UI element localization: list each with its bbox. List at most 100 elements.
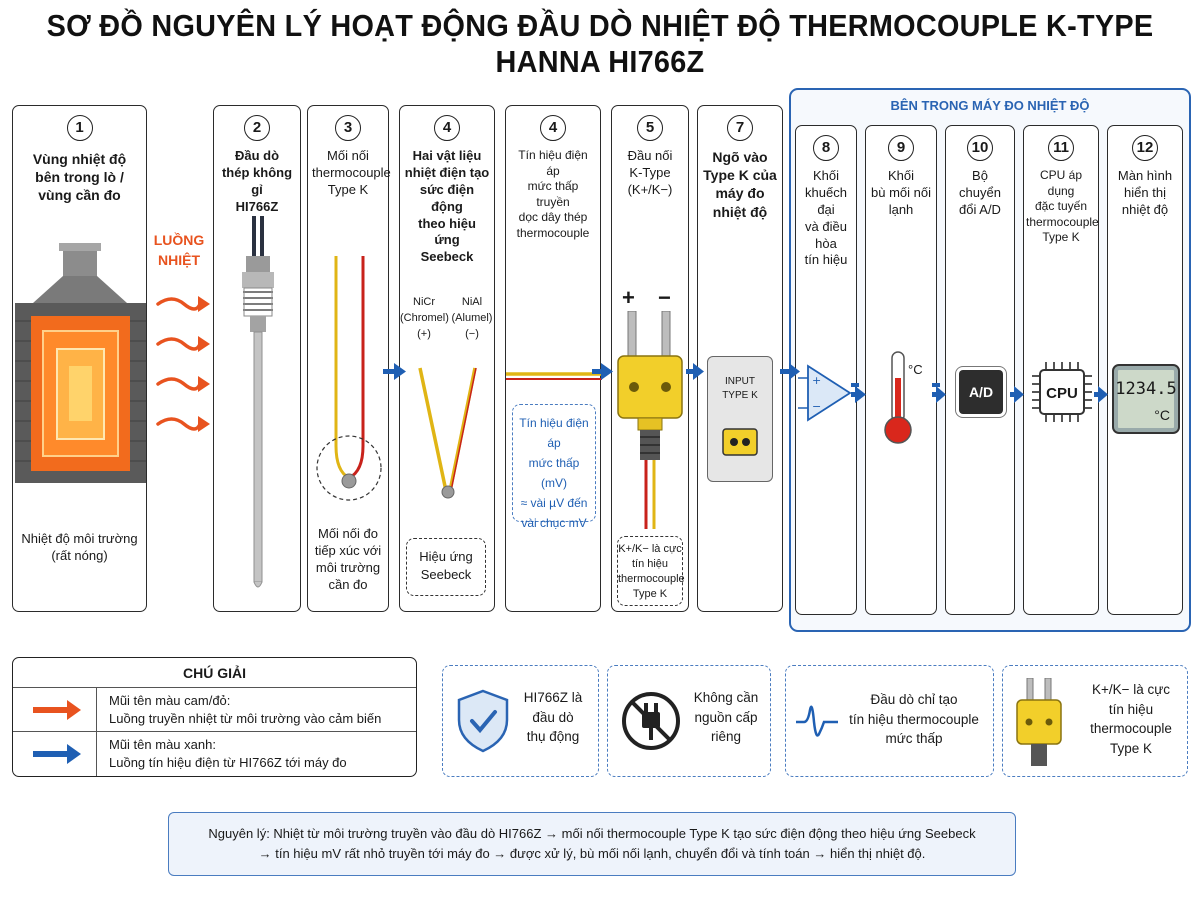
stage-title-line: Seebeck <box>420 249 474 265</box>
note-text-line: Type K <box>1109 740 1153 756</box>
stage-title-line: Tín hiệu điện áp <box>518 148 588 178</box>
step-number: 2 <box>244 115 270 141</box>
thermometer-icon <box>884 351 912 444</box>
stage-title-line: nhiệt độ <box>712 203 768 220</box>
stage-title-line: Bộ chuyển <box>959 168 1001 200</box>
note-text-line: Không cần <box>693 690 759 705</box>
signal-wire-icon <box>506 372 602 380</box>
wire-label-line: (+) <box>417 328 431 340</box>
stage-seebeck: 4 Hai vật liệu nhiệt điện tạo sức điện đ… <box>399 105 495 612</box>
stage-title-line: Vùng nhiệt độ <box>32 151 127 167</box>
k-type-connector-icon <box>617 311 683 529</box>
connector-note-line: tín hiệu <box>631 558 669 570</box>
note-text-line: nguồn cấp <box>694 709 758 725</box>
heat-flow-label: LUỒNG NHIỆT <box>150 230 208 270</box>
v-junction-icon <box>418 367 477 499</box>
stage-title-line: đặc tuyến <box>1034 199 1088 214</box>
stage-junction: 3 Mối nối thermocouple Type K Mối nối đo… <box>307 105 391 612</box>
step-number: 10 <box>967 135 993 161</box>
legend-row-heat: Mũi tên màu cam/đỏ: Luồng truyền nhiệt t… <box>13 688 416 732</box>
stage-title-line: Đầu nối <box>627 148 673 163</box>
stage-signal: 4 Tín hiệu điện áp mức thấp truyền dọc d… <box>505 105 602 612</box>
stage-title-line: CPU áp dụng <box>1039 168 1083 198</box>
step-number: 9 <box>888 135 914 161</box>
stage-connector: 5 Đầu nối K-Type (K+/K−) + − K+/K− là cự… <box>611 105 689 612</box>
principle-summary: Nguyên lý: Nhiệt từ môi trường truyền và… <box>168 812 1016 876</box>
wire-label-line: (−) <box>465 328 479 340</box>
stage-title-line: (K+/K−) <box>627 181 673 197</box>
svg-text:+: + <box>812 374 821 387</box>
stage-display: 12 Màn hình hiển thị nhiệt độ 1234.5 °C <box>1107 125 1183 615</box>
diagram-title: SƠ ĐỒ NGUYÊN LÝ HOẠT ĐỘNG ĐẦU DÒ NHIỆT Đ… <box>46 8 1154 79</box>
stage-adc: 10 Bộ chuyển đổi A/D A/D <box>945 125 1015 615</box>
svg-text:−: − <box>812 400 821 413</box>
signal-arrows <box>383 363 940 387</box>
legend-text-line: Luồng tín hiệu điện từ HI766Z tới máy đo <box>109 755 347 770</box>
stage-title-line: bên trong lò / <box>35 169 124 186</box>
stage-title-line: hiển thị <box>1124 184 1166 200</box>
legend-title: CHÚ GIẢI <box>13 658 416 688</box>
display-value: 1234.5 <box>1115 379 1177 399</box>
wire-label-line: (Chromel) <box>400 312 449 324</box>
stage-title-line: theo hiệu ứng <box>418 215 476 248</box>
cpu-label: CPU <box>1046 385 1078 402</box>
signal-desc-line: mức thấp <box>528 456 580 470</box>
wire-label-nial: NiAl (Alumel) (−) <box>448 294 496 342</box>
panel-title: BÊN TRONG MÁY ĐO NHIỆT ĐỘ <box>890 98 1090 113</box>
stage-amplifier: 8 Khối khuếch đại và điều hòa tín hiệu +… <box>795 125 857 615</box>
stage-title-line: máy đo <box>715 185 765 202</box>
signal-wave-icon <box>796 705 838 737</box>
signal-desc-line: Tín hiệu điện áp <box>519 416 589 450</box>
principle-line: → tín hiệu mV rất nhỏ truyền tới máy đo … <box>258 846 926 861</box>
note-text-line: đầu dò <box>532 709 574 725</box>
blue-arrow-icon <box>33 744 81 764</box>
cpu-pins-icon <box>1032 362 1092 422</box>
connector-note-line: Type K <box>632 588 668 600</box>
plus-sign: + <box>622 285 635 310</box>
heat-arrows <box>156 296 210 432</box>
amplifier-icon: + − <box>798 364 852 422</box>
no-power-plug-icon <box>622 692 680 750</box>
step-number: 1 <box>66 115 93 141</box>
stage-title-line: Màn hình <box>1117 168 1173 183</box>
stage-title-line: đổi A/D <box>959 201 1001 217</box>
stage-title-line: nhiệt độ <box>1121 201 1169 217</box>
stage-probe: 2 Đầu dò thép không gỉ HI766Z <box>213 105 301 612</box>
stage-cpu: 11 CPU áp dụng đặc tuyến thermocouple Ty… <box>1023 125 1099 615</box>
stage-title-line: Khối <box>887 168 915 183</box>
wire-label-line: (Alumel) <box>451 312 493 324</box>
internal-signal-arrows <box>851 386 1108 403</box>
input-label-line: INPUT <box>725 376 755 387</box>
stage-title-line: Type K <box>1042 230 1080 245</box>
stage-title-line: Type K của <box>703 167 777 184</box>
stage-title-line: nhiệt điện tạo <box>404 164 490 180</box>
stage-title-line: Khối <box>812 168 840 183</box>
stage-desc-line: môi trường <box>315 559 381 575</box>
step-number: 4 <box>540 115 566 141</box>
note-text-line: tín hiệu <box>1108 701 1154 717</box>
seebeck-effect-box: Hiệu ứng Seebeck <box>406 538 486 596</box>
stage-title-line: Ngõ vào <box>712 149 768 165</box>
display-unit: °C <box>1154 407 1170 423</box>
shield-check-icon <box>457 689 509 753</box>
stage-title-line: Hai vật liệu <box>412 148 482 163</box>
stage-title-line: vùng cần đo <box>38 187 121 204</box>
step-number: 3 <box>335 115 361 141</box>
note-connector-pole: K+/K− là cực tín hiệu thermocouple Type … <box>1002 665 1188 777</box>
stage-title-line: tín hiệu <box>804 252 848 268</box>
connector-pole-note: K+/K− là cực tín hiệu thermocouple Type … <box>617 536 685 606</box>
celsius-unit: °C <box>908 362 923 377</box>
furnace-icon <box>15 243 146 483</box>
legend-text-line: Mũi tên màu xanh: <box>109 737 216 752</box>
stage-title-line: thermocouple <box>1026 214 1099 229</box>
stage-title-line: mức thấp truyền <box>527 179 579 209</box>
signal-desc-line: (mV) <box>541 476 567 490</box>
minus-sign: − <box>658 285 671 310</box>
connector-icon <box>1016 678 1062 766</box>
note-text-line: Đầu dò chỉ tạo <box>870 692 958 707</box>
wire-label-nicr: NiCr (Chromel) (+) <box>400 294 449 342</box>
principle-line: Nguyên lý: Nhiệt từ môi trường truyền và… <box>208 826 976 841</box>
heat-flow-label-line: LUỒNG <box>153 232 205 248</box>
connector-note-line: K+/K− là cực <box>618 543 682 555</box>
socket-icon <box>722 428 758 456</box>
